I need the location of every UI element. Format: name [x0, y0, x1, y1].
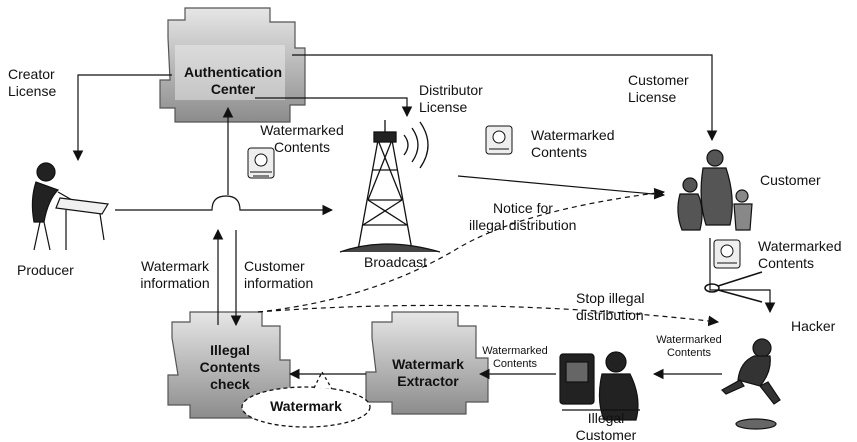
watermark-oval-pointer	[313, 370, 333, 390]
watermarked-contents-mid-label: Watermarked Contents	[531, 127, 615, 160]
producer-to-broadcast-arrow	[115, 195, 334, 216]
distributor-license-label: Distributor License	[419, 82, 483, 115]
watermarked-contents-icon-top	[247, 147, 275, 179]
watermarked-contents-icon-mid	[485, 125, 513, 155]
illegal-customer-icon	[559, 351, 640, 421]
notice-illegal-label: Notice for illegal distribution	[469, 200, 577, 233]
watermarked-contents-top-label: Watermarked Contents	[260, 122, 344, 155]
watermarked-contents-extractor-label: Watermarked Contents	[482, 345, 548, 370]
stop-illegal-label: Stop illegal distribution	[576, 290, 645, 323]
scissors-icon	[704, 271, 763, 303]
customer-icon	[677, 149, 753, 231]
stop-illegal-arrow	[257, 304, 720, 327]
customer-license-arrow	[292, 54, 718, 142]
hacker-label: Hacker	[791, 318, 836, 334]
watermark-extractor-label: Watermark Extractor	[392, 356, 464, 389]
producer-icon	[31, 162, 109, 251]
customer-license-label: Customer License	[628, 72, 689, 105]
broadcast-label: Broadcast	[364, 254, 428, 270]
broadcast-to-customer-arrow	[457, 175, 666, 200]
customer-label: Customer	[760, 172, 821, 188]
notice-illegal-arrow	[257, 187, 666, 313]
watermarked-contents-right-label: Watermarked Contents	[758, 238, 842, 271]
watermark-oval-label: Watermark	[270, 398, 342, 414]
illegal-customer-label: Illegal Customer	[575, 410, 637, 442]
illegal-contents-check-label: Illegal Contents check	[199, 342, 261, 392]
customer-information-label: Customer information	[244, 258, 314, 291]
watermarked-contents-icon-right	[713, 239, 741, 269]
illegal-contents-check-box	[167, 311, 291, 419]
broadcast-tower-icon	[339, 120, 441, 253]
creator-license-arrow	[72, 74, 172, 162]
producer-label: Producer	[17, 262, 74, 278]
hacker-icon	[721, 338, 781, 430]
watermark-oval	[241, 386, 371, 428]
authentication-center-box	[159, 7, 306, 123]
watermarked-contents-hacker-label: Watermarked Contents	[656, 334, 722, 359]
watermark-extractor-box	[365, 311, 489, 415]
watermark-information-label: Watermark information	[140, 258, 210, 291]
creator-license-label: Creator License	[8, 66, 57, 99]
authentication-center-label: Authentication Center	[184, 64, 282, 97]
customer-to-hacker-arrow	[709, 238, 776, 314]
distributor-license-arrow	[255, 97, 413, 118]
